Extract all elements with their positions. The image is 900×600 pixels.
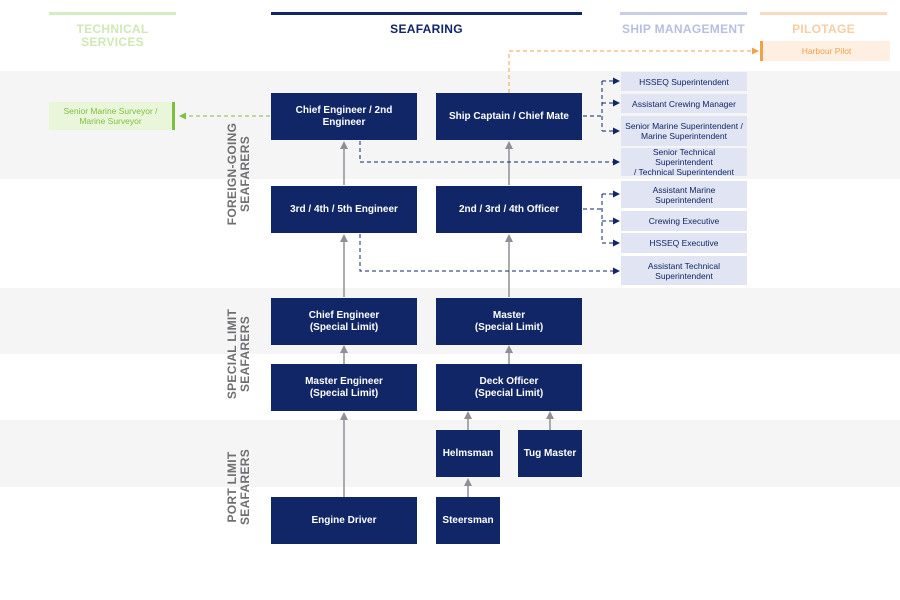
role-helmsman: Helmsman xyxy=(436,430,500,477)
dash-officer-trunk xyxy=(583,194,603,243)
dash-engineer-to-assistant-technical xyxy=(359,234,620,275)
mgmt-senior-technical-superintendent: Senior Technical Superintendent / Techni… xyxy=(621,147,747,177)
pilotage-header-bar xyxy=(760,12,887,15)
dash-captain-to-harbour-pilot xyxy=(508,47,759,93)
ship-management-header: SHIP MANAGEMENT xyxy=(622,22,745,36)
technical-header-bar xyxy=(49,12,176,15)
seafaring-header-bar xyxy=(271,12,582,15)
mgmt-assistant-crewing-manager: Assistant Crewing Manager xyxy=(621,94,747,113)
role-engineer-345: 3rd / 4th / 5th Engineer xyxy=(271,186,417,233)
seafaring-header: SEAFARING xyxy=(390,22,463,36)
tech-marine-surveyor: Senior Marine Surveyor / Marine Surveyor xyxy=(49,102,175,130)
role-deck-officer-special-limit: Deck Officer (Special Limit) xyxy=(436,364,582,411)
technical-header: TECHNICAL SERVICES xyxy=(76,22,149,49)
pilotage-header: PILOTAGE xyxy=(792,22,855,36)
mgmt-assistant-marine-superintendent: Assistant Marine Superintendent xyxy=(621,181,747,208)
role-chief-engineer-special-limit: Chief Engineer (Special Limit) xyxy=(271,298,417,345)
mgmt-senior-marine-superintendent: Senior Marine Superintendent / Marine Su… xyxy=(621,116,747,146)
role-chief-engineer-2nd-engineer: Chief Engineer / 2nd Engineer xyxy=(271,93,417,140)
mgmt-crewing-executive: Crewing Executive xyxy=(621,211,747,231)
mgmt-hsseq-superintendent: HSSEQ Superintendent xyxy=(621,72,747,91)
role-ship-captain-chief-mate: Ship Captain / Chief Mate xyxy=(436,93,582,140)
ship-management-header-bar xyxy=(620,12,747,15)
role-master-special-limit: Master (Special Limit) xyxy=(436,298,582,345)
role-steersman: Steersman xyxy=(436,497,500,544)
dash-chief-engineer-to-senior-technical xyxy=(359,141,620,166)
role-engine-driver: Engine Driver xyxy=(271,497,417,544)
pilot-harbour-pilot: Harbour Pilot xyxy=(760,41,890,61)
role-master-engineer-special-limit: Master Engineer (Special Limit) xyxy=(271,364,417,411)
mgmt-assistant-technical-superintendent: Assistant Technical Superintendent xyxy=(621,256,747,285)
mgmt-hsseq-executive: HSSEQ Executive xyxy=(621,233,747,253)
role-tug-master: Tug Master xyxy=(518,430,582,477)
dash-captain-trunk xyxy=(583,81,603,131)
role-officer-234: 2nd / 3rd / 4th Officer xyxy=(436,186,582,233)
